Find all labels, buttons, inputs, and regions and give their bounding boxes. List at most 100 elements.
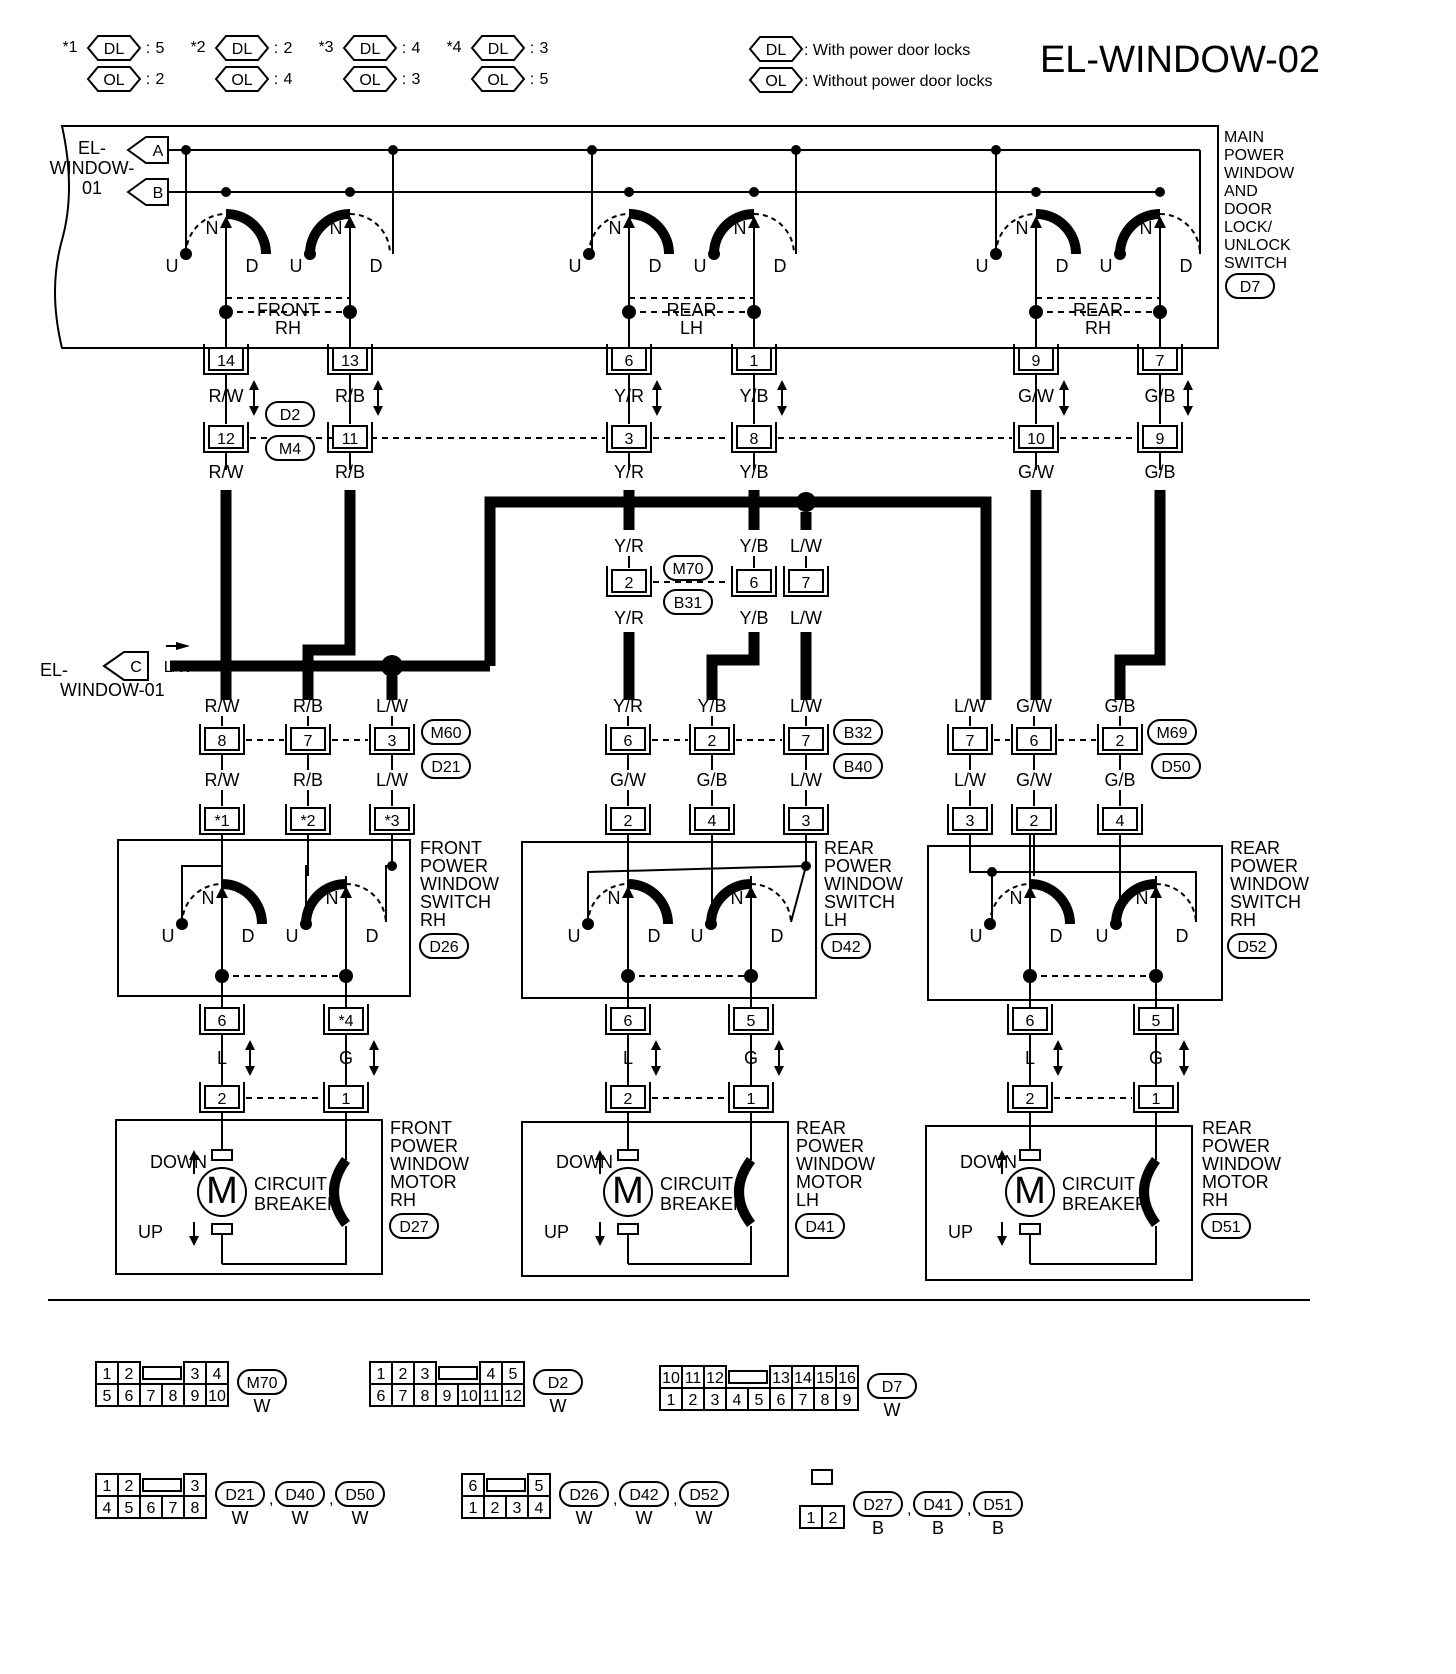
motor-up-label: UP xyxy=(544,1222,569,1242)
arrow-head xyxy=(651,1066,661,1076)
connector-key xyxy=(811,1469,833,1485)
main-switch-name: POWER xyxy=(1224,147,1284,164)
connector-bracket xyxy=(199,1082,245,1113)
connector-cavity-number: 8 xyxy=(821,1392,830,1409)
wire xyxy=(385,834,393,922)
contact-label-u: U xyxy=(569,256,582,276)
separator: : xyxy=(146,71,150,88)
joint-code: D50 xyxy=(1161,759,1190,776)
connector-bracket xyxy=(1097,804,1143,835)
connector-code-pill xyxy=(867,1373,917,1399)
connector-cavity-number: 12 xyxy=(706,1370,724,1387)
wire-color-label: L/W xyxy=(790,696,822,716)
contact-label-u: U xyxy=(694,256,707,276)
footnote-ol-tag: OL xyxy=(103,72,124,89)
connector-cavity-number: 16 xyxy=(838,1370,856,1387)
footnote-ol-pin: 3 xyxy=(412,71,421,88)
connector-pin-box xyxy=(1102,807,1138,831)
tag-hexagon xyxy=(214,66,270,92)
arrow-head xyxy=(373,380,383,390)
motor-name: MOTOR xyxy=(796,1172,863,1192)
joint-pin: 3 xyxy=(625,431,634,448)
switch-lever-arrow xyxy=(220,216,232,228)
connector-bracket xyxy=(728,1082,774,1113)
connector-pin-box xyxy=(1138,1007,1174,1031)
comma-separator: , xyxy=(329,1491,333,1508)
joint-pin: 7 xyxy=(802,575,811,592)
arrow-head xyxy=(1053,1066,1063,1076)
wire-color-label: G/B xyxy=(696,770,727,790)
switch-lever-arrow xyxy=(344,216,356,228)
joint-pin: 2 xyxy=(708,733,717,750)
arrow-head xyxy=(369,1066,379,1076)
contact-label-n: N xyxy=(609,218,622,238)
motor-connector-pin: 2 xyxy=(624,1091,633,1108)
contact-label-u: U xyxy=(1100,256,1113,276)
connector-code-pill xyxy=(275,1481,325,1507)
wire-color-label: Y/R xyxy=(614,608,644,628)
tag-hexagon xyxy=(470,35,526,61)
sub-switch-name: POWER xyxy=(824,856,892,876)
connector-pin-box xyxy=(610,1007,646,1031)
contact-label-d: D xyxy=(242,926,255,946)
switch-connector-pin: 2 xyxy=(1030,813,1039,830)
connector-cavity xyxy=(183,1495,207,1519)
contact-label-d: D xyxy=(1056,256,1069,276)
comma-separator: , xyxy=(673,1491,677,1508)
connector-code-pill xyxy=(215,1481,265,1507)
wire-color-label: L/W xyxy=(164,659,193,676)
connector-pin-box xyxy=(1012,1085,1048,1109)
sub-switch-name: RH xyxy=(1230,910,1256,930)
connector-pin-box xyxy=(290,807,326,831)
sub-switch-name: WINDOW xyxy=(824,874,903,894)
connector-bracket xyxy=(605,1004,651,1035)
switch-contact-arc xyxy=(709,209,755,255)
tag-hexagon xyxy=(86,66,142,92)
connector-cavity-number: 8 xyxy=(421,1388,430,1405)
contact-label-d: D xyxy=(366,926,379,946)
wire-color-label: L xyxy=(217,1048,227,1068)
connector-bracket xyxy=(1013,422,1059,453)
motor-box xyxy=(925,1125,1193,1281)
connector-bracket xyxy=(731,344,777,375)
connector-bracket xyxy=(689,724,735,755)
motor-code: D27 xyxy=(399,1219,428,1236)
switch-lever-arrow xyxy=(1024,886,1036,898)
switch-lever-arrow xyxy=(745,886,757,898)
connector-cavity-number: 3 xyxy=(191,1366,200,1383)
switch-connector-pin: *3 xyxy=(384,813,399,830)
connector-bracket xyxy=(1137,344,1183,375)
footnote-mark: *1 xyxy=(62,39,77,56)
joint-code: B32 xyxy=(844,725,873,742)
separator: : xyxy=(274,71,278,88)
wire-color-label: Y/R xyxy=(613,696,643,716)
connector-pin-box xyxy=(290,727,326,751)
connector-face-code: D42 xyxy=(629,1487,658,1504)
switch-output-dot xyxy=(339,969,353,983)
connector-cavity-number: 1 xyxy=(103,1366,112,1383)
joint-pin: 6 xyxy=(1030,733,1039,750)
connector-cavity-number: 9 xyxy=(443,1388,452,1405)
main-switch-pin: 7 xyxy=(1156,353,1165,370)
connector-pin-box xyxy=(736,425,772,449)
wire-color-label: L/W xyxy=(790,608,822,628)
motor-connector-pin: 2 xyxy=(1026,1091,1035,1108)
arrow-head xyxy=(189,1150,199,1160)
ref-el-window-01: EL- xyxy=(78,138,106,158)
switch-contact-arc xyxy=(225,209,271,255)
connector-code-pill xyxy=(913,1491,963,1517)
motor-brush xyxy=(211,1223,233,1235)
separator: : xyxy=(402,71,406,88)
connector-bracket xyxy=(323,1004,369,1035)
tag-hexagon xyxy=(86,35,142,61)
connector-face-code: D7 xyxy=(882,1379,903,1396)
motor-circle xyxy=(197,1167,247,1217)
connector-bracket xyxy=(606,566,652,597)
connector-cavity-number: 7 xyxy=(147,1388,156,1405)
switch-output-dot xyxy=(621,969,635,983)
connector-code-pill xyxy=(833,753,883,779)
comma-separator: , xyxy=(907,1501,911,1518)
arrow-head xyxy=(245,1040,255,1050)
switch-group-label: FRONT xyxy=(257,300,319,320)
